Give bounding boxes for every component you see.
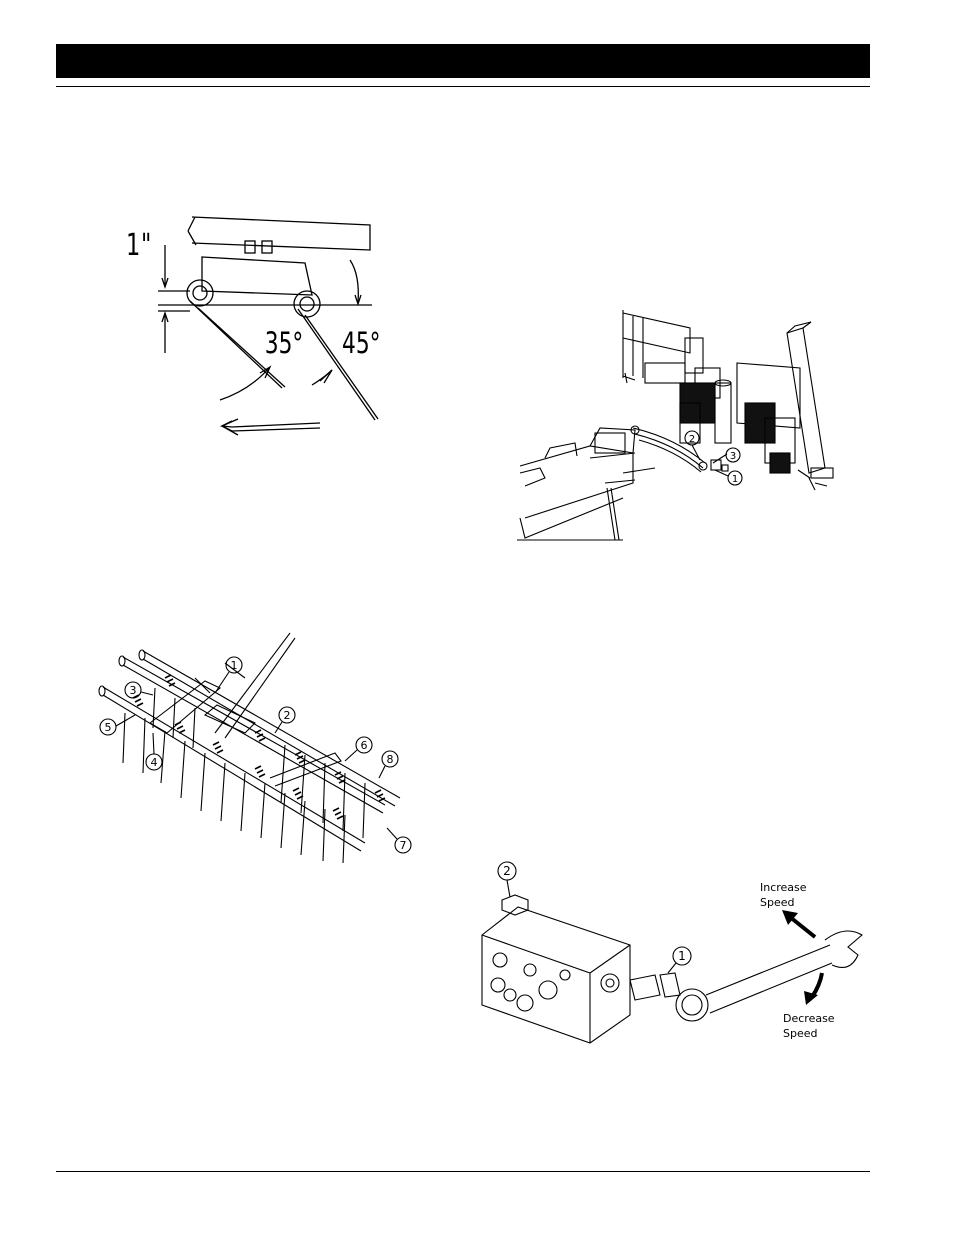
angle-35-label: 35° xyxy=(265,327,304,361)
callout-1: 1 xyxy=(732,474,738,485)
decrease-speed-label-line1: Decrease xyxy=(783,1012,835,1025)
frame-assembly-figure: 2 3 1 xyxy=(515,308,845,543)
header-bar xyxy=(56,44,870,78)
callout-1: 1 xyxy=(678,949,686,963)
callout-7: 7 xyxy=(400,839,407,852)
tine-angle-figure: 1" 35° 45° xyxy=(120,205,390,445)
callout-6: 6 xyxy=(361,739,368,752)
footer-rule xyxy=(56,1171,870,1172)
header-rule xyxy=(56,86,870,87)
callout-5: 5 xyxy=(105,721,112,734)
decrease-speed-label-line2: Speed xyxy=(783,1027,817,1040)
callout-2: 2 xyxy=(284,709,291,722)
callout-2: 2 xyxy=(689,434,695,445)
dimension-label: 1" xyxy=(126,228,152,263)
callout-3: 3 xyxy=(130,684,137,697)
valve-block-figure: 2 1 Increase Speed Decrease Speed xyxy=(470,855,870,1050)
increase-speed-label-line2: Speed xyxy=(760,896,794,909)
callout-4: 4 xyxy=(151,756,158,769)
angle-45-label: 45° xyxy=(342,327,381,361)
harrow-assembly-figure: 1 2 3 4 5 6 8 7 xyxy=(95,632,425,868)
callout-3: 3 xyxy=(730,451,736,462)
increase-speed-label-line1: Increase xyxy=(760,881,807,894)
callout-1: 1 xyxy=(231,659,238,672)
callout-8: 8 xyxy=(387,753,394,766)
callout-2: 2 xyxy=(503,864,511,878)
